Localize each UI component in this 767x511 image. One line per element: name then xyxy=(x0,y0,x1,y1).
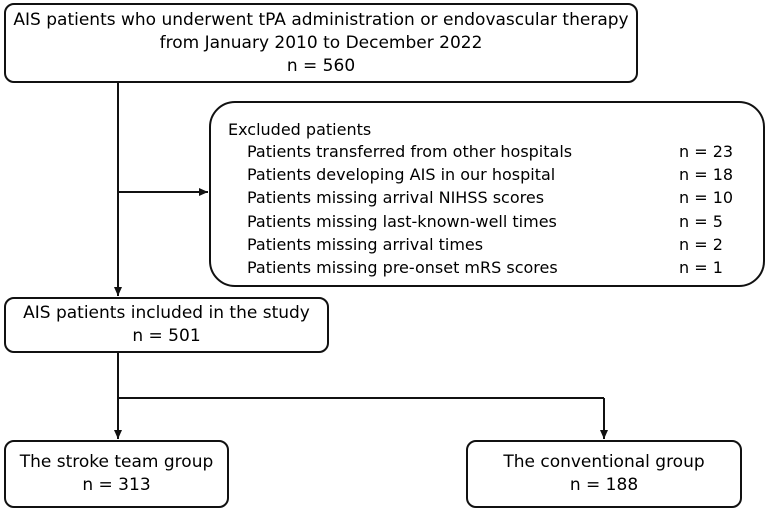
excluded-item: Patients missing arrival NIHSS scores n … xyxy=(247,186,747,209)
included-count: n = 501 xyxy=(132,326,201,346)
excluded-item: Patients transferred from other hospital… xyxy=(247,140,747,163)
conventional-count: n = 188 xyxy=(569,475,639,495)
initial-cohort-line2: from January 2010 to December 2022 xyxy=(159,32,483,53)
excluded-item-count: n = 10 xyxy=(679,188,734,208)
excluded-item-label: Patients missing arrival NIHSS scores xyxy=(247,188,545,208)
excluded-item-count: n = 23 xyxy=(679,142,734,161)
stroke-team-group-box: The stroke team group n = 313 xyxy=(4,440,229,508)
conventional-group-box: The conventional group n = 188 xyxy=(466,440,742,508)
excluded-item-count: n = 2 xyxy=(679,234,723,254)
excluded-item-label: Patients missing pre-onset mRS scores xyxy=(247,257,558,277)
excluded-item-label: Patients developing AIS in our hospital xyxy=(247,165,556,185)
excluded-item-label: Patients transferred from other hospital… xyxy=(247,142,573,161)
excluded-item: Patients developing AIS in our hospital … xyxy=(247,163,747,186)
excluded-item-count: n = 5 xyxy=(679,211,723,231)
excluded-patients-box: Excluded patients Patients transferred f… xyxy=(209,101,765,287)
excluded-item: Patients missing pre-onset mRS scores n … xyxy=(247,256,747,279)
included-patients-box: AIS patients included in the study n = 5… xyxy=(4,297,329,353)
excluded-list: Patients transferred from other hospital… xyxy=(247,140,747,279)
conventional-label: The conventional group xyxy=(503,452,705,472)
initial-cohort-line1: AIS patients who underwent tPA administr… xyxy=(13,9,629,30)
initial-cohort-count: n = 560 xyxy=(286,55,356,76)
initial-cohort-box: AIS patients who underwent tPA administr… xyxy=(4,3,638,83)
excluded-item: Patients missing arrival times n = 2 xyxy=(247,233,747,256)
included-line1: AIS patients included in the study xyxy=(23,303,310,323)
excluded-item-count: n = 1 xyxy=(679,257,723,277)
excluded-item-label: Patients missing last-known-well times xyxy=(247,211,557,231)
excluded-item: Patients missing last-known-well times n… xyxy=(247,210,747,233)
stroke-team-label: The stroke team group xyxy=(19,452,214,472)
excluded-title: Excluded patients xyxy=(228,120,372,139)
stroke-team-count: n = 313 xyxy=(82,475,151,495)
excluded-item-label: Patients missing arrival times xyxy=(247,234,484,254)
excluded-item-count: n = 18 xyxy=(679,165,734,185)
